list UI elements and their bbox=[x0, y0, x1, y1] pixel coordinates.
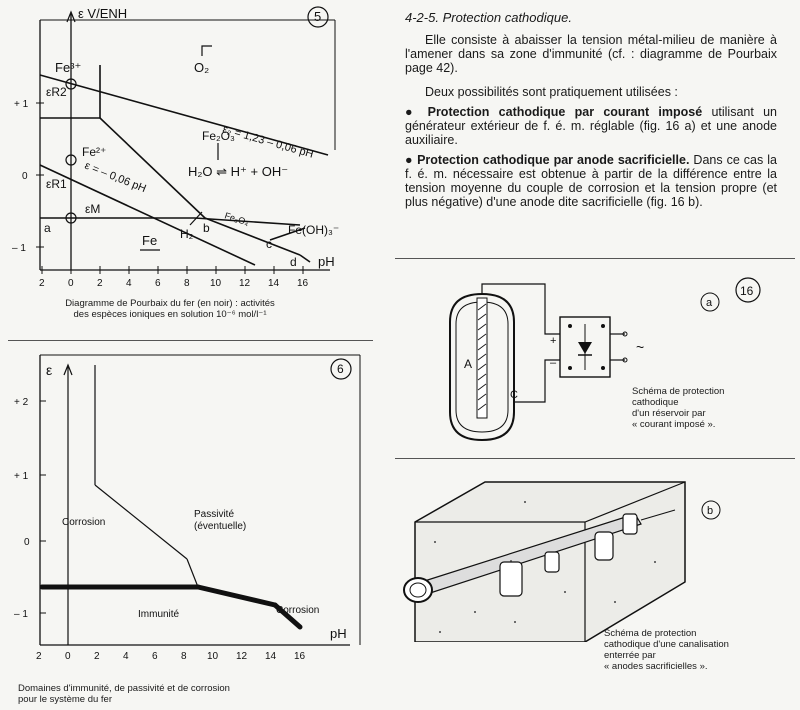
subfig-a-label: a bbox=[706, 297, 713, 309]
bullet-dot: ● bbox=[405, 105, 428, 119]
pipeline-protection-figure: b bbox=[403, 481, 721, 642]
x-axis-label: pH bbox=[318, 254, 335, 269]
pourbaix-diagram: ε V/ENH 5 Fe³⁺ εR2 Fe²⁺ εR1 εM a b c d F… bbox=[12, 6, 339, 289]
y-tick: – 1 bbox=[14, 609, 28, 620]
y-tick: – 1 bbox=[12, 243, 26, 254]
bullet-1: ● Protection cathodique par courant impo… bbox=[405, 105, 777, 147]
tank-protection-figure: 16 a A C + – ~ bbox=[449, 277, 761, 442]
y-tick: 0 bbox=[24, 537, 30, 548]
y-axis-label: ε bbox=[46, 362, 52, 378]
fe2-label: Fe²⁺ bbox=[82, 145, 106, 159]
region-corrosion-right: Corrosion bbox=[276, 605, 319, 616]
region-passivity: Passivité bbox=[194, 509, 234, 520]
bullet-2-title: Protection cathodique par anode sacrific… bbox=[417, 153, 690, 167]
x-tick: 4 bbox=[126, 278, 132, 289]
y-tick: + 2 bbox=[14, 397, 29, 408]
fig16a-caption-4: « courant imposé ». bbox=[632, 419, 716, 430]
bullet-1-title: Protection cathodique par courant imposé bbox=[427, 105, 703, 119]
x-tick: 14 bbox=[268, 278, 280, 289]
y-axis-label: ε V/ENH bbox=[78, 6, 127, 21]
minus-sign: – bbox=[550, 357, 557, 369]
equation-e2: ε₂ = 1,23 – 0,06 pH bbox=[221, 123, 315, 160]
fig16a-caption-3: d'un réservoir par bbox=[632, 408, 706, 419]
figure-number-16: 16 bbox=[740, 284, 754, 298]
y-tick: + 1 bbox=[14, 471, 29, 482]
figure-number-6: 6 bbox=[337, 362, 344, 376]
fe-label: Fe bbox=[142, 233, 157, 248]
bullet-2-text: Dans ce cas la f. é. m. nécessaire est o… bbox=[405, 153, 777, 209]
bullet-dot: ● bbox=[405, 153, 418, 167]
x-tick: 16 bbox=[297, 278, 309, 289]
fe3o4-label: Fe₃O₄ bbox=[223, 210, 250, 227]
fig16b-caption-2: cathodique d'une canalisation bbox=[604, 639, 729, 650]
y-tick: 0 bbox=[22, 171, 28, 182]
feoh3-label: Fe(OH)₃⁻ bbox=[288, 223, 339, 237]
point-a-label: a bbox=[44, 221, 51, 235]
point-c-label: c bbox=[266, 237, 272, 251]
section-heading: 4-2-5. Protection cathodique. bbox=[405, 10, 572, 25]
fig16a-caption-2: cathodique bbox=[632, 397, 679, 408]
x-tick: 8 bbox=[184, 278, 190, 289]
fe2o3-label: Fe₂O₃ bbox=[202, 129, 235, 143]
water-equation: H₂O ⇌ H⁺ + OH⁻ bbox=[188, 164, 288, 179]
figure-number-5: 5 bbox=[314, 9, 321, 24]
region-immunity: Immunité bbox=[138, 609, 180, 620]
region-passivity-note: (éventuelle) bbox=[194, 521, 246, 532]
plus-sign: + bbox=[550, 335, 556, 347]
fig5-caption-line2: des espèces ioniques en solution 10⁻⁶ mo… bbox=[73, 309, 267, 320]
tank-label: C bbox=[510, 389, 518, 401]
x-tick: 4 bbox=[123, 651, 129, 662]
x-tick: 2 bbox=[97, 278, 103, 289]
x-tick: 0 bbox=[68, 278, 74, 289]
fig16a-caption-1: Schéma de protection bbox=[632, 386, 725, 397]
x-axis-label: pH bbox=[330, 626, 347, 641]
fig16b-caption-1: Schéma de protection bbox=[604, 628, 697, 639]
h2-label: H₂ bbox=[180, 227, 194, 241]
x-tick: 2 bbox=[36, 651, 42, 662]
point-d-label: d bbox=[290, 255, 297, 269]
x-tick: 6 bbox=[152, 651, 158, 662]
fig5-caption-line1: Diagramme de Pourbaix du fer (en noir) :… bbox=[65, 298, 275, 309]
fig6-caption-line1: Domaines d'immunité, de passivité et de … bbox=[18, 683, 230, 694]
y-tick: + 1 bbox=[14, 99, 29, 110]
paragraph-1: Elle consiste à abaisser la tension méta… bbox=[405, 33, 777, 75]
fig16b-caption-3: enterrée par bbox=[604, 650, 656, 661]
paragraph-2: Deux possibilités sont pratiquement util… bbox=[425, 85, 678, 99]
bullet-2: ● Protection cathodique par anode sacrif… bbox=[405, 153, 777, 209]
fig6-caption-line2: pour le système du fer bbox=[18, 694, 112, 705]
region-corrosion: Corrosion bbox=[62, 517, 105, 528]
divider bbox=[8, 340, 373, 341]
x-tick: 16 bbox=[294, 651, 306, 662]
x-tick: 8 bbox=[181, 651, 187, 662]
divider bbox=[395, 258, 795, 259]
em-label: εM bbox=[85, 202, 100, 216]
fe3-label: Fe³⁺ bbox=[55, 60, 81, 75]
ac-symbol: ~ bbox=[636, 339, 644, 355]
x-tick: 0 bbox=[65, 651, 71, 662]
x-tick: 2 bbox=[39, 278, 45, 289]
fig16b-caption-4: « anodes sacrificielles ». bbox=[604, 661, 708, 672]
x-tick: 10 bbox=[210, 278, 222, 289]
x-tick: 10 bbox=[207, 651, 219, 662]
er2-label: εR2 bbox=[46, 85, 67, 99]
x-tick: 12 bbox=[236, 651, 248, 662]
point-b-label: b bbox=[203, 221, 210, 235]
x-tick: 14 bbox=[265, 651, 277, 662]
bullet-1-text: utilisant un générateur extérieur de f. … bbox=[405, 105, 777, 147]
subfig-b-label: b bbox=[707, 505, 713, 517]
x-tick: 6 bbox=[155, 278, 161, 289]
divider bbox=[395, 458, 795, 459]
x-tick: 2 bbox=[94, 651, 100, 662]
er1-label: εR1 bbox=[46, 177, 67, 191]
x-tick: 12 bbox=[239, 278, 251, 289]
domains-diagram: ε 6 Corrosion Passivité (éventuelle) Imm… bbox=[14, 354, 361, 662]
anode-label: A bbox=[464, 357, 472, 371]
o2-label: O₂ bbox=[194, 60, 209, 75]
